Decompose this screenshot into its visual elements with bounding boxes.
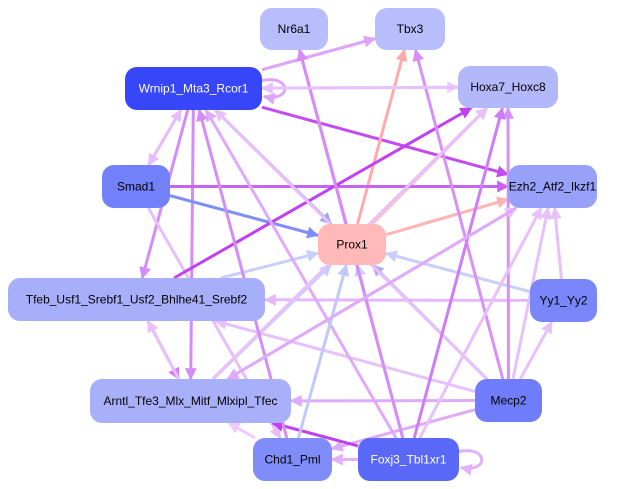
node-box <box>475 379 542 422</box>
node-box <box>358 438 459 481</box>
edge-prox1-to-ezh2 <box>385 196 510 237</box>
node-label: Smad1 <box>117 180 155 194</box>
edge-tfeb-to-prox1 <box>220 250 320 280</box>
node-label: Mecp2 <box>490 394 526 408</box>
node-label: Foxj3_Tbl1xr1 <box>370 453 446 467</box>
node-label: Prox1 <box>336 238 368 252</box>
edge-tfeb-to-hoxa7 <box>173 106 473 280</box>
node-label: Chd1_Pml <box>264 453 320 467</box>
node-box <box>530 279 597 322</box>
edge-foxj3-to-arntl <box>271 420 359 448</box>
node-yy1[interactable]: Yy1_Yy2 <box>530 279 597 322</box>
edge-foxj3-to-wrnip1 <box>204 108 398 439</box>
node-label: Wrnip1_Mta3_Rcor1 <box>139 82 249 96</box>
edge-foxj3-to-hoxa7 <box>412 106 506 439</box>
node-box <box>375 8 445 50</box>
node-chd1[interactable]: Chd1_Pml <box>253 438 332 481</box>
node-label: Yy1_Yy2 <box>539 294 587 308</box>
edge-wrnip1-to-arntl <box>184 109 197 381</box>
edge-yy1-to-tfeb <box>263 293 531 306</box>
edge-mecp2-to-chd1 <box>330 408 476 452</box>
edge-smad1-to-prox1 <box>169 194 320 239</box>
edge-mecp2-to-yy1 <box>519 320 553 380</box>
node-box <box>318 224 386 265</box>
node-label: Tbx3 <box>397 22 424 36</box>
node-box <box>8 278 265 321</box>
node-mecp2[interactable]: Mecp2 <box>475 379 542 422</box>
node-nr6a1[interactable]: Nr6a1 <box>260 8 328 50</box>
edge-wrnip1-to-tbx3 <box>261 35 377 72</box>
node-box <box>125 67 262 110</box>
edge-foxj3-to-foxj3 <box>458 449 484 476</box>
node-box <box>260 8 328 50</box>
node-hoxa7[interactable]: Hoxa7_Hoxc8 <box>458 66 558 108</box>
node-ezh2[interactable]: Ezh2_Atf2_Ikzf1 <box>508 165 597 208</box>
edge-ezh2-to-arntl <box>226 206 517 381</box>
node-box <box>102 165 170 208</box>
node-foxj3[interactable]: Foxj3_Tbl1xr1 <box>358 438 459 481</box>
edge-wrnip1-to-ezh2 <box>261 105 510 178</box>
edge-foxj3-to-ezh2 <box>418 206 543 439</box>
edge-arntl-to-tfeb <box>146 319 181 380</box>
node-label: Tfeb_Usf1_Srebf1_Usf2_Bhlhe41_Srebf2 <box>26 293 248 307</box>
edge-mecp2-to-tbx3 <box>412 48 505 380</box>
node-label: Nr6a1 <box>278 22 311 36</box>
node-smad1[interactable]: Smad1 <box>102 165 170 208</box>
node-box <box>90 379 291 423</box>
node-arntl[interactable]: Arntl_Tfe3_Mlx_Mitf_Mlxipl_Tfec <box>90 379 291 423</box>
node-label: Hoxa7_Hoxc8 <box>470 80 546 94</box>
node-label: Ezh2_Atf2_Ikzf1 <box>509 180 597 194</box>
edge-prox1-to-tbx3 <box>356 48 408 225</box>
edges-layer <box>139 35 563 476</box>
node-label: Arntl_Tfe3_Mlx_Mitf_Mlxipl_Tfec <box>103 394 277 408</box>
node-tbx3[interactable]: Tbx3 <box>375 8 445 50</box>
node-box <box>458 66 558 108</box>
node-prox1[interactable]: Prox1 <box>318 224 386 265</box>
edge-smad1-to-wrnip1 <box>147 108 183 166</box>
node-box <box>508 165 597 208</box>
edge-yy1-to-ezh2 <box>549 206 563 280</box>
node-tfeb[interactable]: Tfeb_Usf1_Srebf1_Usf2_Bhlhe41_Srebf2 <box>8 278 265 321</box>
edge-chd1-to-arntl <box>227 421 256 440</box>
edge-chd1-to-prox1 <box>297 263 350 439</box>
node-box <box>253 438 332 481</box>
edge-hoxa7-to-wrnip1 <box>260 82 459 95</box>
node-wrnip1[interactable]: Wrnip1_Mta3_Rcor1 <box>125 67 262 110</box>
